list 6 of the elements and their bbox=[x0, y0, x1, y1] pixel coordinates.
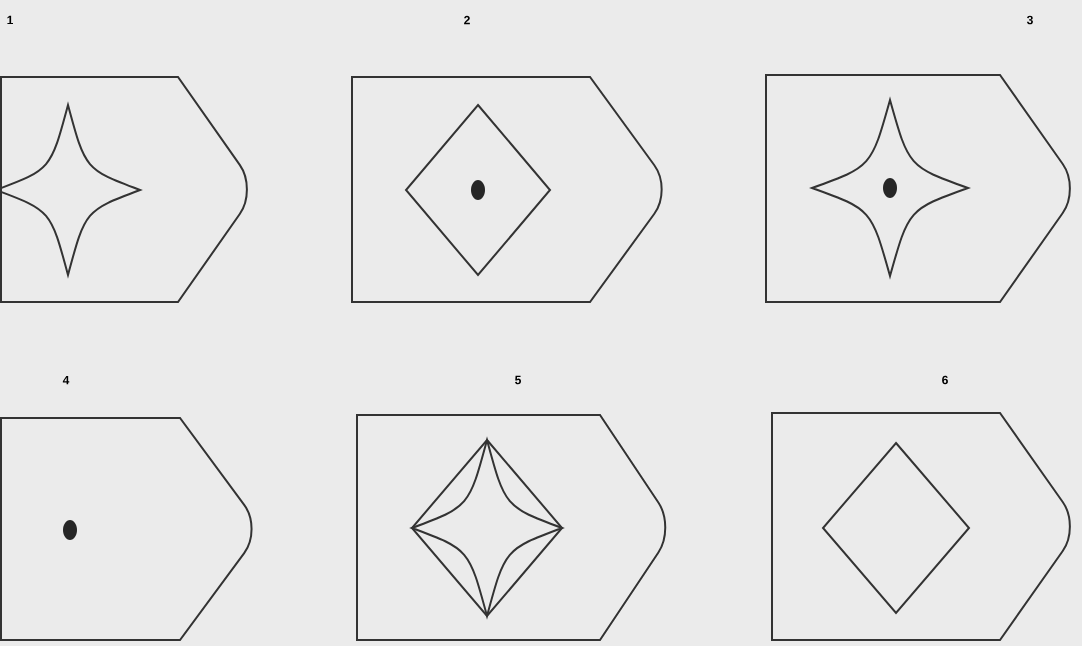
panel-number: 3 bbox=[1026, 15, 1033, 25]
panel-number: 5 bbox=[515, 375, 521, 385]
panel-number: 2 bbox=[464, 15, 470, 25]
panel-number: 4 bbox=[62, 375, 70, 385]
panel-number: 1 bbox=[7, 15, 13, 25]
panel-number: 6 bbox=[942, 375, 948, 385]
